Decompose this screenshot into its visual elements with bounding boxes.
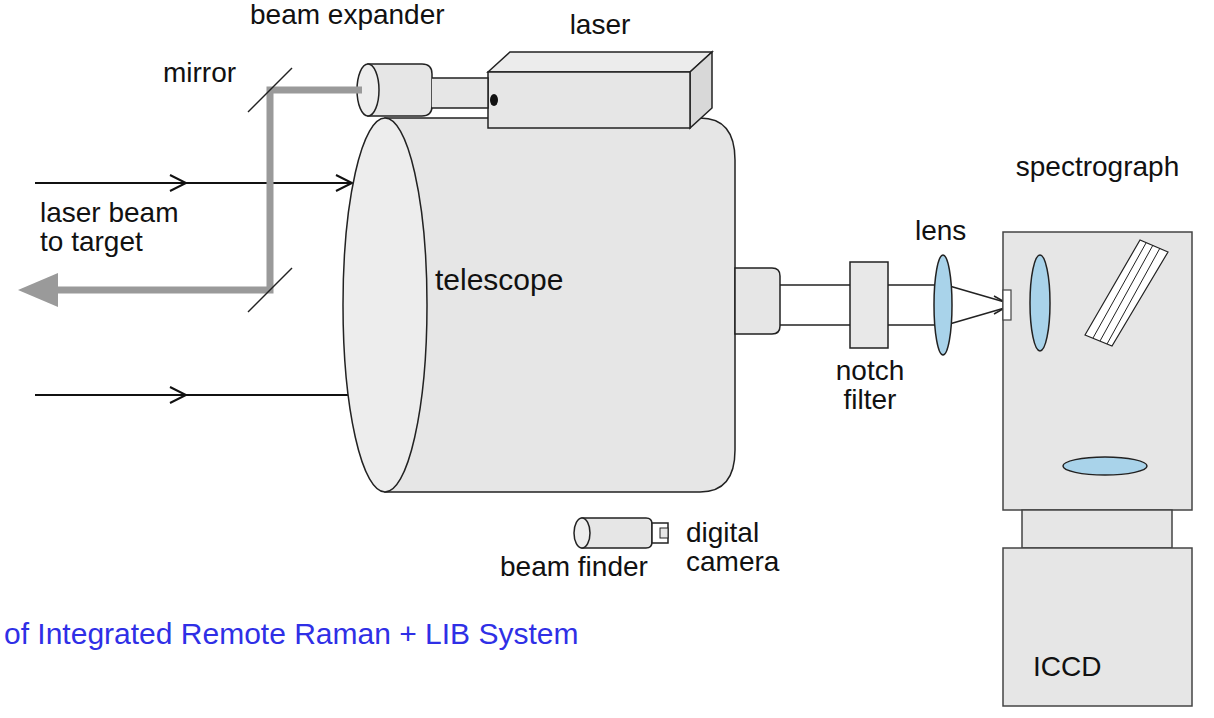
- text-slot: of Integrated Remote Raman + LIB System: [4, 618, 644, 650]
- ray-arrowhead: [170, 387, 186, 403]
- text-slot: laser: [480, 10, 720, 39]
- part-label: notch filter: [820, 356, 920, 415]
- laser-front: [488, 72, 690, 128]
- part-label: mirror: [163, 58, 243, 87]
- camera-lens: [1063, 457, 1147, 475]
- text-slot: beam expander: [250, 0, 510, 29]
- grating-rulings: [1093, 243, 1160, 344]
- text-slot: spectrograph: [985, 152, 1210, 181]
- figure-caption: of Integrated Remote Raman + LIB System: [4, 618, 644, 650]
- component-label: laser: [480, 10, 720, 39]
- component-node: laser: [480, 8, 720, 133]
- text-slot: telescope: [435, 264, 605, 296]
- component-node: telescope: [335, 112, 785, 497]
- iccd-housing: [1003, 548, 1192, 706]
- detector-adapter: [1022, 510, 1172, 548]
- laser-side: [690, 52, 712, 128]
- focus-ray: [946, 307, 1008, 325]
- grating-ruling: [1107, 248, 1160, 344]
- text-slot: digital camera: [686, 518, 798, 577]
- telescope-body: [385, 118, 735, 492]
- focus-ray: [946, 285, 1008, 303]
- beam-label: laser beam to target: [40, 198, 200, 257]
- collimating-lens: [1030, 255, 1050, 351]
- grating-ruling: [1100, 245, 1153, 341]
- camera-icon: [652, 523, 668, 543]
- camera-icon: [660, 528, 668, 538]
- mirror-line: [248, 268, 292, 312]
- component-label: spectrograph: [985, 152, 1210, 181]
- notch-filter: [850, 262, 888, 348]
- laser-port: [490, 94, 498, 106]
- part-label: beam expander: [250, 0, 510, 29]
- beam-finder-body: [582, 518, 652, 548]
- text-slot: laser beam to target: [40, 198, 200, 257]
- ray-arrowhead: [336, 175, 352, 191]
- focusing-lens: [934, 255, 952, 355]
- component-node: ICCD: [1003, 548, 1192, 706]
- text-slot: ICCD: [1033, 652, 1183, 681]
- ray-line: [35, 394, 348, 396]
- part-label: digital camera: [686, 518, 798, 577]
- ray-arrowhead: [170, 175, 186, 191]
- outgoing-laser-beam: [56, 90, 362, 290]
- collected-beam: [780, 285, 1010, 325]
- diffraction-grating: [1085, 240, 1168, 346]
- laser-top: [488, 52, 712, 72]
- text-slot: mirror: [163, 58, 243, 87]
- text-slot: notch filter: [820, 356, 920, 415]
- component-node: spectrograph: [985, 150, 1210, 512]
- laser-coupler: [432, 78, 488, 108]
- part-label: beam finder: [500, 552, 670, 581]
- beam-finder-lens: [574, 518, 590, 548]
- text-slot: beam finder: [500, 552, 670, 581]
- component-label: telescope: [435, 264, 605, 296]
- eyepiece: [735, 268, 780, 334]
- laser-beam-arrowhead: [18, 273, 58, 307]
- mirror-line: [248, 68, 292, 112]
- ray-line: [35, 182, 352, 184]
- telescope-aperture: [343, 118, 427, 492]
- spectrograph-housing: [1003, 232, 1192, 510]
- grating-ruling: [1093, 243, 1146, 338]
- component-label: ICCD: [1033, 652, 1183, 681]
- entrance-slit: [1003, 290, 1011, 320]
- part-label: lens: [915, 216, 975, 245]
- text-slot: lens: [915, 216, 975, 245]
